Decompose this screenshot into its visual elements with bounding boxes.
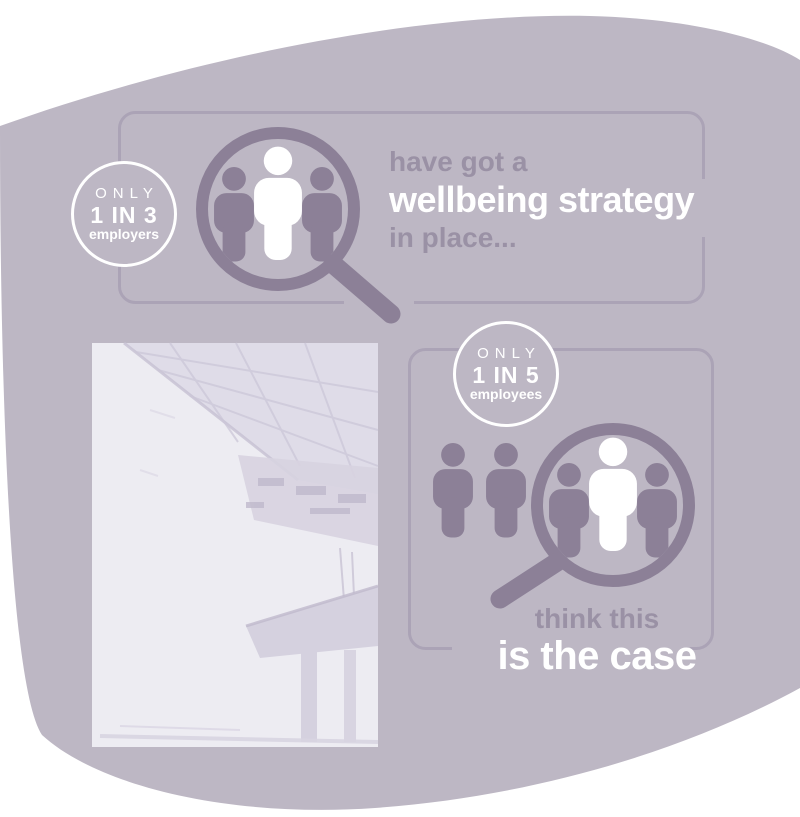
badge-ratio: 1 IN 5 [472,361,540,388]
caption-top: have got a wellbeing strategy in place..… [389,146,695,254]
bridge-photo [92,341,379,747]
badge-ratio: 1 IN 3 [90,201,158,228]
crane-lines [339,547,355,601]
magnifier-handle-icon [490,552,567,609]
caption-line: think this [534,603,660,634]
badge-word: ONLY [95,185,159,203]
caption-bottom: think this is the case [432,603,762,679]
magnifier-ring-icon [196,127,360,291]
caption-highlight: is the case [497,634,697,678]
magnifier-ring-icon [531,423,695,587]
caption-line: in place... [389,222,517,253]
magnifier-people-icon-bottom [490,423,695,609]
badge-word: ONLY [477,345,541,363]
stat-badge-employers: ONLY 1 IN 3 employers [71,161,177,267]
deck-beams [135,342,379,479]
badge-group: employers [88,226,160,243]
magnifier-people-icon-top [196,127,401,324]
stat-badge-employees: ONLY 1 IN 5 employees [453,321,559,427]
gantry-details [246,478,366,514]
badge-group: employees [469,386,543,403]
caption-line: have got a [389,146,528,177]
magnifier-handle-icon [323,254,401,324]
caption-highlight: wellbeing strategy [389,179,695,220]
